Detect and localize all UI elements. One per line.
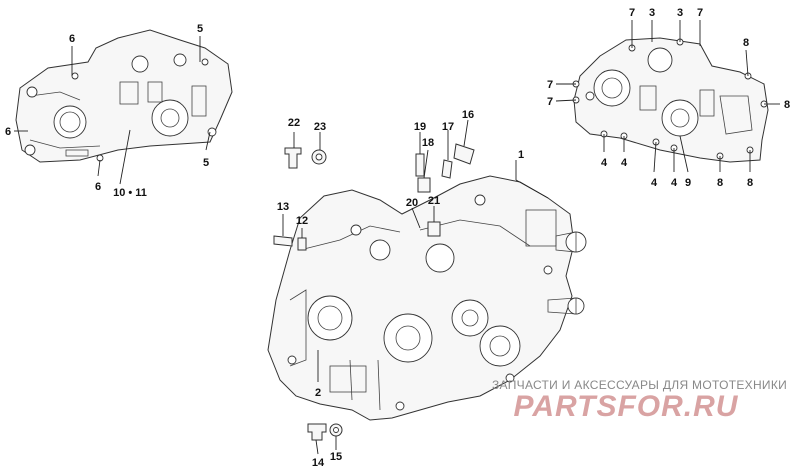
- bolt-22: [284, 147, 302, 169]
- watermark-logo: PARTSFOR.RU: [514, 390, 739, 423]
- small-parts: [273, 143, 475, 441]
- callout-20: 20: [406, 197, 418, 209]
- callout-15: 15: [330, 451, 342, 463]
- callout-12: 12: [296, 215, 308, 227]
- callout-4: 4: [601, 157, 608, 169]
- callout-22: 22: [288, 117, 300, 129]
- fitting-18: [417, 177, 431, 193]
- callout-7: 7: [697, 7, 703, 19]
- watermark-logo-text: PARTSFOR.RU: [514, 390, 739, 423]
- dowel-12: [297, 237, 307, 251]
- left-crankcase-half: [15, 29, 233, 163]
- callout-17: 17: [442, 121, 454, 133]
- callout-6: 6: [95, 181, 101, 193]
- watermark-caption: ЗАПЧАСТИ И АКСЕССУАРЫ ДЛЯ МОТОТЕХНИКИ: [492, 378, 788, 392]
- callout-7: 7: [547, 79, 553, 91]
- callout-3: 3: [677, 7, 683, 19]
- callout-13: 13: [277, 201, 289, 213]
- callout-7: 7: [629, 7, 635, 19]
- callout-6: 6: [69, 33, 75, 45]
- callout-5: 5: [197, 23, 203, 35]
- callout-1: 1: [518, 149, 524, 161]
- callout-23: 23: [314, 121, 326, 133]
- right-crankcase-half: [572, 37, 769, 163]
- callout-4: 4: [651, 177, 658, 189]
- callout-8: 8: [717, 177, 723, 189]
- callout-21: 21: [428, 195, 440, 207]
- callout-6: 6: [5, 126, 11, 138]
- callout-4: 4: [621, 157, 628, 169]
- callout-2: 2: [315, 387, 321, 399]
- callout-7: 7: [547, 96, 553, 108]
- callout-labels: 6 5 5 6 6 10 • 11 7 3 3 7 7 7 8 8 4 4 4 …: [5, 7, 790, 469]
- plug-14: [307, 423, 327, 441]
- pin-19: [415, 153, 425, 177]
- stud-13: [273, 235, 293, 247]
- callout-10-11: 10 • 11: [113, 187, 147, 199]
- callout-16: 16: [462, 109, 474, 121]
- gasket-17: [441, 159, 453, 179]
- callout-18: 18: [422, 137, 434, 149]
- callout-4: 4: [671, 177, 678, 189]
- callout-3: 3: [649, 7, 655, 19]
- sensor-21: [427, 221, 441, 237]
- callout-8: 8: [743, 37, 749, 49]
- callout-5: 5: [203, 157, 209, 169]
- callout-8: 8: [747, 177, 753, 189]
- callout-19: 19: [414, 121, 426, 133]
- main-crankcase-assembly: [267, 175, 587, 421]
- callout-14: 14: [312, 457, 325, 469]
- cap-16: [453, 143, 475, 165]
- callout-8: 8: [784, 99, 790, 111]
- leader-lines: [14, 20, 780, 455]
- callout-9: 9: [685, 177, 691, 189]
